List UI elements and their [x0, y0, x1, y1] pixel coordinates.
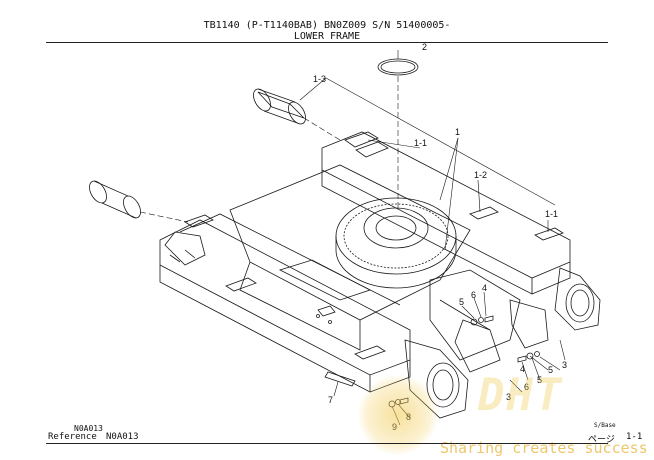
header-rule — [46, 42, 608, 43]
callout-1: 1 — [455, 127, 460, 137]
footer-reference-code: N0A013 — [106, 432, 139, 442]
callout-6-upper: 6 — [471, 290, 476, 300]
callout-4-lower: 4 — [520, 364, 525, 374]
o-ring-part-2 — [377, 58, 419, 76]
footer-code-small: N0A013 — [74, 424, 103, 433]
callout-5-upper: 5 — [459, 297, 464, 307]
callout-4-upper: 4 — [482, 283, 487, 293]
callout-1-1-upper: 1-1 — [414, 138, 427, 148]
footer-page-number: 1-1 — [626, 432, 643, 442]
watermark-circle — [358, 375, 438, 455]
model-title: TB1140 (P-T1140BAB) BN0Z009 S/N 51400005… — [203, 20, 451, 31]
pin-lower — [89, 180, 141, 219]
footer-reference-label: Reference — [48, 432, 97, 442]
callout-3-right: 3 — [562, 360, 567, 370]
lower-frame-body — [159, 131, 601, 419]
footer-rule — [46, 443, 608, 444]
callout-1-3: 1-3 — [313, 74, 326, 84]
callout-6-lower: 6 — [524, 382, 529, 392]
callout-3-lower: 3 — [506, 392, 511, 402]
callout-2: 2 — [422, 42, 427, 52]
callout-1-1-right: 1-1 — [545, 209, 558, 219]
footer-page-label: ページ — [588, 435, 615, 445]
callout-5-lower: 5 — [537, 375, 542, 385]
callout-5-right: 5 — [548, 365, 553, 375]
page-title: LOWER FRAME — [293, 31, 361, 42]
watermark-slogan: Sharing creates success — [440, 439, 648, 457]
footer-small-note: S/Base — [594, 422, 616, 429]
pin-upper — [253, 88, 306, 125]
callout-7: 7 — [328, 395, 333, 405]
leader-lines — [139, 50, 566, 426]
watermark-logo: DHT — [478, 370, 564, 421]
callout-1-2: 1-2 — [474, 170, 487, 180]
